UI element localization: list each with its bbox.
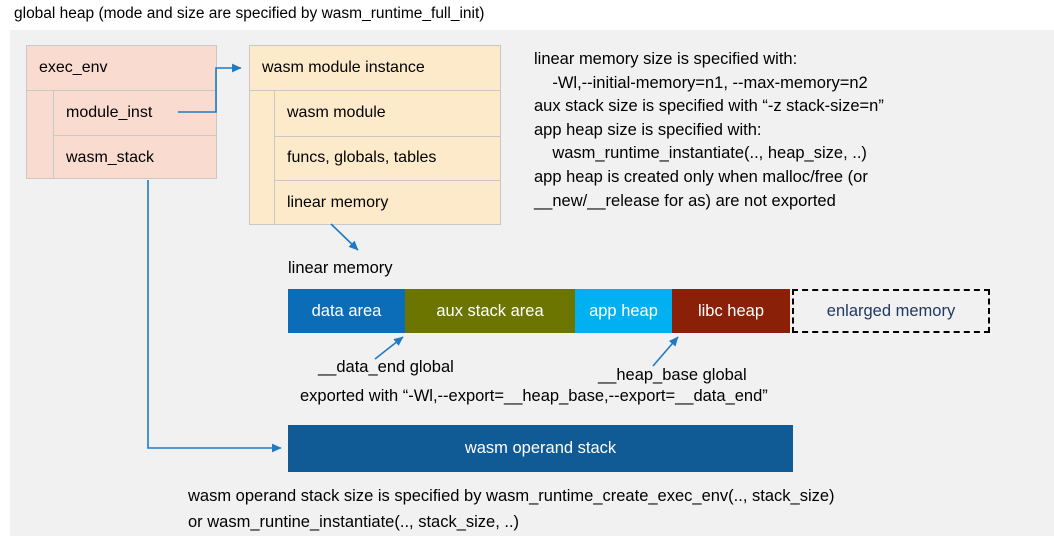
memory-segment-data-area: data area bbox=[288, 289, 405, 333]
data-end-global-label: __data_end global bbox=[318, 358, 454, 376]
module-instance-title: wasm module instance bbox=[250, 46, 500, 91]
memory-segment-aux-stack-area: aux stack area bbox=[405, 289, 575, 333]
linear-memory-caption: linear memory bbox=[288, 259, 393, 277]
memory-segment-enlarged-memory: enlarged memory bbox=[792, 289, 990, 333]
wasm-operand-stack-bar: wasm operand stack bbox=[288, 425, 793, 472]
memory-segment-libc-heap: libc heap bbox=[672, 289, 790, 333]
linear-memory-notes: linear memory size is specified with: -W… bbox=[534, 50, 884, 210]
module-instance-field-wasm-module: wasm module bbox=[287, 104, 386, 122]
module-instance-rows: wasm module funcs, globals, tables linea… bbox=[275, 91, 500, 225]
exec-env-title: exec_env bbox=[27, 46, 216, 91]
exec-env-body: module_inst wasm_stack bbox=[27, 91, 216, 179]
export-flags-note: exported with “-Wl,--export=__heap_base,… bbox=[300, 387, 768, 405]
exec-env-box: exec_env module_inst wasm_stack bbox=[26, 45, 217, 179]
module-instance-field-funcs-globals-tables: funcs, globals, tables bbox=[275, 135, 500, 181]
exec-env-field-module-inst: module_inst bbox=[66, 104, 153, 121]
exec-env-rows: module_inst wasm_stack bbox=[54, 91, 216, 179]
exec-env-gutter bbox=[27, 91, 54, 179]
page-title: global heap (mode and size are specified… bbox=[14, 5, 485, 22]
module-instance-body: wasm module funcs, globals, tables linea… bbox=[250, 91, 500, 225]
wasm-module-instance-box: wasm module instance wasm module funcs, … bbox=[249, 45, 501, 225]
heap-base-global-label: __heap_base global bbox=[598, 366, 747, 384]
memory-segment-app-heap: app heap bbox=[575, 289, 672, 333]
module-instance-gutter bbox=[250, 91, 275, 225]
module-instance-field-linear-memory: linear memory bbox=[275, 180, 500, 225]
exec-env-field-wasm-stack: wasm_stack bbox=[54, 135, 216, 179]
operand-stack-notes: wasm operand stack size is specified by … bbox=[188, 487, 835, 531]
